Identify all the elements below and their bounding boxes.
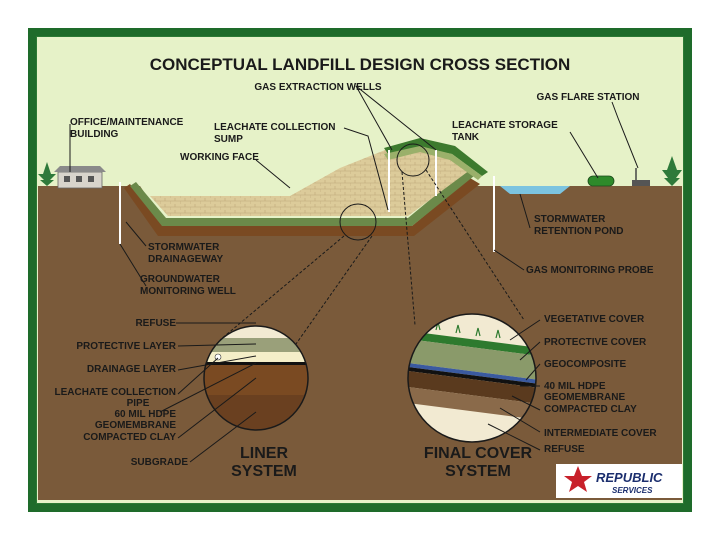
label-stormwater-pond-1: STORMWATER [534, 214, 606, 225]
label-liner-protective: PROTECTIVE LAYER [76, 341, 176, 352]
label-liner-clay: COMPACTED CLAY [83, 432, 176, 443]
republic-services-logo: REPUBLIC SERVICES [556, 464, 682, 498]
cover-system-title-1: FINAL COVER [424, 445, 533, 462]
label-liner-subgrade: SUBGRADE [131, 457, 189, 468]
leachate-tank [587, 175, 615, 187]
label-stormwater-pond-2: RETENTION POND [534, 226, 623, 237]
label-leachate-sump-1: LEACHATE COLLECTION [214, 122, 335, 133]
logo-line2: SERVICES [612, 486, 653, 495]
liner-system-title-2: SYSTEM [231, 463, 297, 480]
tree-left [38, 162, 56, 186]
label-office-2: BUILDING [70, 129, 119, 140]
tree-right [662, 156, 682, 186]
label-cover-geocomposite: GEOCOMPOSITE [544, 359, 627, 370]
label-gas-probe: GAS MONITORING PROBE [526, 265, 654, 276]
label-cover-intermediate: INTERMEDIATE COVER [544, 428, 657, 439]
landfill-liner-green [130, 170, 474, 226]
label-cover-clay: COMPACTED CLAY [544, 404, 637, 415]
label-gas-extraction-wells: GAS EXTRACTION WELLS [254, 82, 382, 93]
logo-star-icon [564, 466, 592, 492]
label-working-face: WORKING FACE [180, 152, 259, 163]
landfill-final-cover [384, 138, 488, 176]
label-gw-well-1: GROUNDWATER [140, 274, 221, 285]
stormwater-pond [500, 186, 570, 194]
gas-extraction-wells [388, 150, 437, 212]
landfill-clay-liner [124, 178, 480, 236]
label-liner-hdpe-2: GEOMEMBRANE [95, 420, 176, 431]
office-building [54, 166, 106, 189]
label-gas-flare-station: GAS FLARE STATION [537, 92, 640, 103]
label-leachate-sump-2: SUMP [214, 134, 243, 145]
label-liner-pipe-1: LEACHATE COLLECTION [55, 387, 176, 398]
label-liner-refuse: REFUSE [135, 318, 176, 329]
gas-flare-station [632, 168, 650, 186]
label-cover-hdpe-2: GEOMEMBRANE [544, 392, 625, 403]
label-cover-hdpe-1: 40 MIL HDPE [544, 381, 606, 392]
label-liner-pipe-2: PIPE [127, 398, 150, 409]
callout-cover [396, 143, 430, 177]
label-cover-protective: PROTECTIVE COVER [544, 337, 647, 348]
liner-system-title-1: LINER [240, 445, 288, 462]
label-liner-hdpe-1: 60 MIL HDPE [115, 409, 177, 420]
logo-line1: REPUBLIC [596, 470, 663, 485]
label-cover-refuse: REFUSE [544, 444, 585, 455]
label-leachate-tank-1: LEACHATE STORAGE [452, 120, 558, 131]
cover-system-title-2: SYSTEM [445, 463, 511, 480]
callout-liner [339, 203, 377, 241]
label-gw-well-2: MONITORING WELL [140, 286, 236, 297]
label-office-1: OFFICE/MAINTENANCE [70, 117, 184, 128]
diagram-title: CONCEPTUAL LANDFILL DESIGN CROSS SECTION [150, 55, 571, 74]
label-liner-drainage: DRAINAGE LAYER [87, 364, 177, 375]
label-stormwater-drain-1: STORMWATER [148, 242, 220, 253]
label-cover-vegetative: VEGETATIVE COVER [544, 314, 645, 325]
label-stormwater-drain-2: DRAINAGEWAY [148, 254, 224, 265]
label-leachate-tank-2: TANK [452, 132, 480, 143]
